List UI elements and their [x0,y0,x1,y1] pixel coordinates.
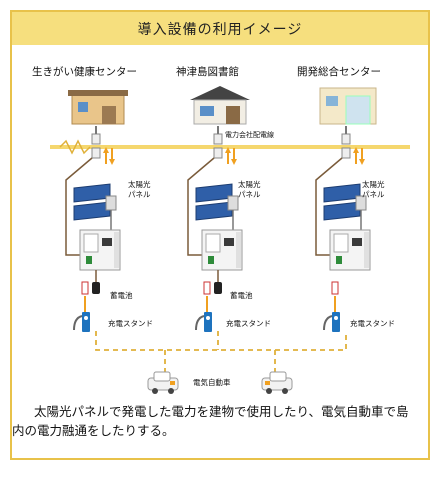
arrow-updown-icon [225,147,237,165]
battery-icon [92,282,100,294]
breaker-icon [331,281,339,295]
charging-stand-label: 充電スタンド [350,319,395,328]
solar-panel-icon [323,183,367,221]
diagram-caption: 太陽光パネルで発電した電力を建物で使用したり、電気自動車で島内の電力融通をしたり… [12,404,409,438]
meter-icon [341,133,351,145]
meter-icon [341,147,351,159]
arrow-updown-icon [103,147,115,165]
arrow-updown-icon [353,147,365,165]
power-line [50,139,410,155]
solar-panel-label: 太陽光 パネル [128,180,151,199]
meter-icon [91,133,101,145]
building-name-dev-center: 開発総合センター [297,66,381,78]
building-name-health-center: 生きがい健康センター [32,66,137,78]
breaker-icon [81,281,89,295]
meter-icon [213,147,223,159]
power-conditioner-icon [201,229,243,271]
meter-icon [91,147,101,159]
ev-car-icon [147,371,179,394]
equipment-column [65,90,128,332]
diagram-title: 導入設備の利用イメージ [12,12,428,45]
charging-stand-icon [323,312,340,332]
meter-icon [213,133,223,145]
equipment-column [187,86,250,332]
power-conditioner-icon [79,229,121,271]
battery-label: 蓄電池 [110,291,133,300]
power-line-label: 電力会社配電線 [225,131,274,139]
charging-stand-icon [73,312,90,332]
charging-stand-icon [195,312,212,332]
equipment-column [315,87,377,332]
charging-stand-label: 充電スタンド [226,319,271,328]
ev-label: 電気自動車 [193,378,231,387]
ev-car-icon [261,371,293,394]
house-icon [190,86,250,125]
solar-panel-label: 太陽光 パネル [238,180,261,199]
house-icon [68,90,128,125]
house-icon [319,87,377,125]
charging-stand-label: 充電スタンド [108,319,153,328]
breaker-icon [203,281,211,295]
solar-panel-label: 太陽光 パネル [362,180,385,199]
power-conditioner-icon [329,229,371,271]
solar-panel-icon [73,183,117,221]
solar-panel-icon [195,183,239,221]
battery-label: 蓄電池 [230,291,253,300]
battery-icon [214,282,222,294]
ev-dashed-network [95,331,347,375]
building-name-library: 神津島図書館 [176,66,239,78]
